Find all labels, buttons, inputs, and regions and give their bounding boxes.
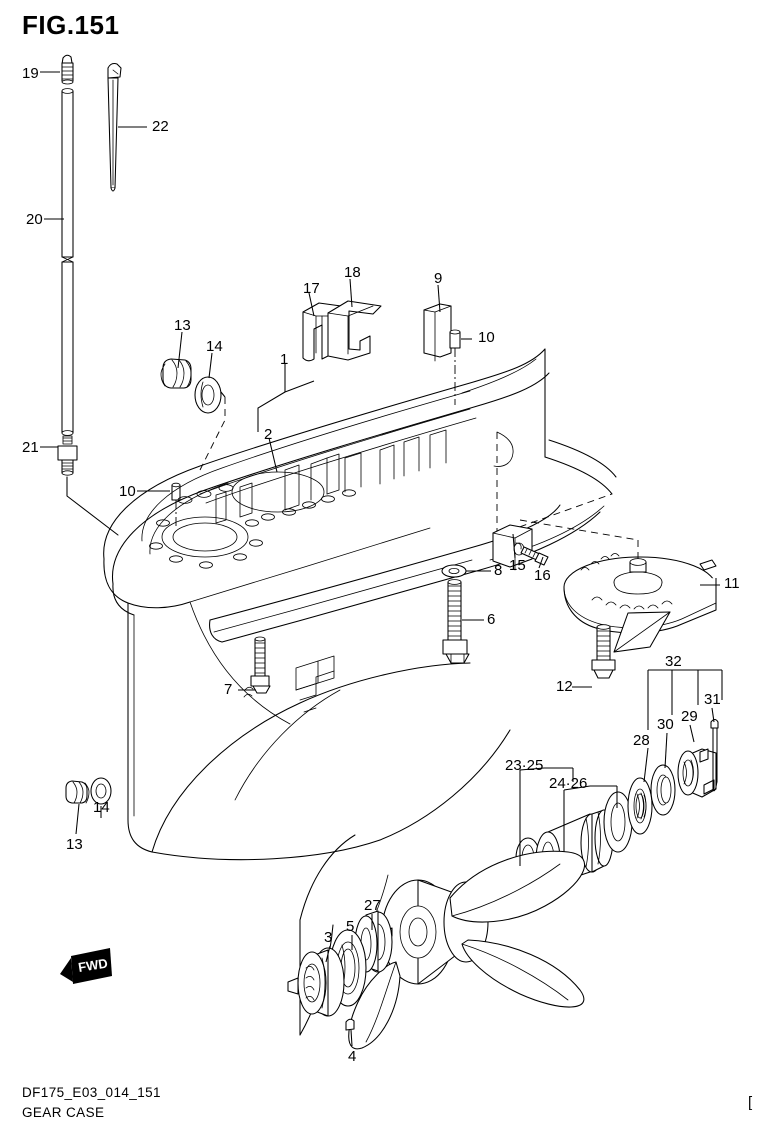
leader-lines — [40, 71, 723, 1047]
callout-3: 3 — [324, 929, 333, 946]
callout-19: 19 — [22, 65, 39, 82]
part-11-anode — [519, 519, 717, 653]
callout-10-right: 10 — [478, 329, 495, 346]
part-22-cable-tie — [107, 62, 122, 192]
part-19-nipple — [61, 54, 74, 85]
part-14-washer-lower — [90, 777, 112, 805]
part-14-washer-upper — [194, 376, 222, 414]
callout-2: 2 — [264, 426, 273, 443]
callout-27: 27 — [364, 897, 381, 914]
part-28-thrust-washer — [603, 777, 653, 853]
part-12-bolt — [591, 624, 616, 679]
callout-21: 21 — [22, 439, 39, 456]
propeller-assembly — [348, 850, 586, 1050]
part-3-bearing-housing — [287, 947, 345, 1017]
callout-6: 6 — [487, 611, 496, 628]
part-9-plate — [423, 303, 452, 362]
callout-4: 4 — [348, 1048, 357, 1065]
callout-23-25: 23·25 — [505, 757, 544, 774]
part-15-trim-tab-block — [492, 524, 533, 571]
callout-30: 30 — [657, 716, 674, 733]
callout-32: 32 — [665, 653, 682, 670]
callout-31: 31 — [704, 691, 721, 708]
callout-24-26: 24·26 — [549, 775, 588, 792]
callout-8: 8 — [494, 562, 503, 579]
part-6-bolt-long — [442, 579, 470, 664]
callout-5: 5 — [346, 918, 355, 935]
part-13-drain-plug-upper — [160, 358, 192, 389]
part-30-washer-flat — [650, 764, 676, 816]
part-8-washer — [441, 564, 467, 578]
callout-13-lower: 13 — [66, 836, 83, 853]
figure-code: DF175_E03_014_151 — [22, 1085, 161, 1100]
part-10-dowel-pin-right — [449, 329, 461, 405]
callout-9: 9 — [434, 270, 443, 287]
callout-18: 18 — [344, 264, 361, 281]
part-31-cotter-pin — [710, 718, 719, 792]
part-1-gear-case-housing — [103, 348, 617, 1036]
part-13-drain-plug-lower — [65, 780, 90, 804]
callout-17: 17 — [303, 280, 320, 297]
part-21-fitting — [57, 435, 119, 536]
callout-10-left: 10 — [119, 483, 136, 500]
callout-16: 16 — [534, 567, 551, 584]
callout-15: 15 — [509, 557, 526, 574]
callout-20: 20 — [26, 211, 43, 228]
callout-7: 7 — [224, 681, 233, 698]
callout-29: 29 — [681, 708, 698, 725]
svg-text:FWD: FWD — [77, 956, 109, 975]
part-16-screw — [520, 546, 549, 566]
part-29-castle-nut — [677, 748, 717, 798]
part-18-bracket-clip — [327, 300, 382, 361]
callout-22: 22 — [152, 118, 169, 135]
part-27-seal-ring — [354, 910, 393, 973]
part-20-speedometer-tube — [61, 88, 74, 436]
callout-1: 1 — [280, 351, 289, 368]
callout-14-lower: 14 — [93, 799, 110, 816]
callout-14-upper: 14 — [206, 338, 223, 355]
callout-28: 28 — [633, 732, 650, 749]
part-10-dowel-pin-left — [171, 482, 181, 528]
figure-name: GEAR CASE — [22, 1105, 105, 1120]
page-title: FIG.151 — [22, 10, 120, 40]
callout-11: 11 — [724, 575, 740, 592]
part-7-bolt-short — [250, 636, 271, 694]
trailing-bracket: [ — [748, 1094, 753, 1111]
fwd-direction-marker: FWD — [60, 948, 112, 984]
callout-13-upper: 13 — [174, 317, 191, 334]
part-4-pin — [345, 1018, 355, 1031]
callout-12: 12 — [556, 678, 573, 695]
